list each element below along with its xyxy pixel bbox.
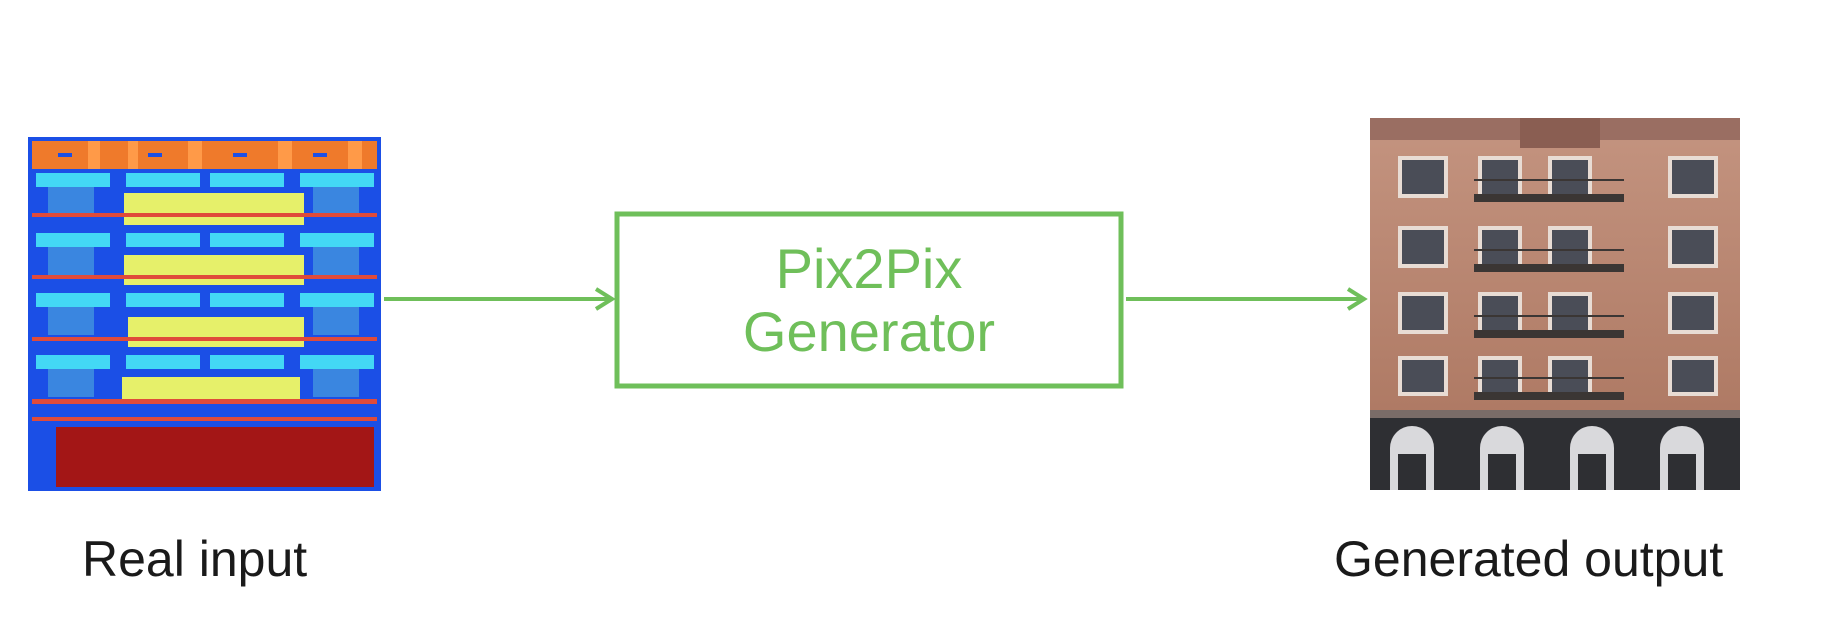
real-input-image [28, 137, 381, 491]
real-input-label: Real input [82, 531, 308, 587]
generator-box: Pix2Pix Generator [614, 211, 1124, 389]
generator-title-line1: Pix2Pix [776, 237, 963, 300]
generated-output-label: Generated output [1334, 531, 1724, 587]
right-arrow-icon [1126, 287, 1368, 311]
right-arrow-icon [384, 287, 616, 311]
generator-title-line2: Generator [743, 300, 995, 363]
generated-output-image [1370, 118, 1740, 490]
